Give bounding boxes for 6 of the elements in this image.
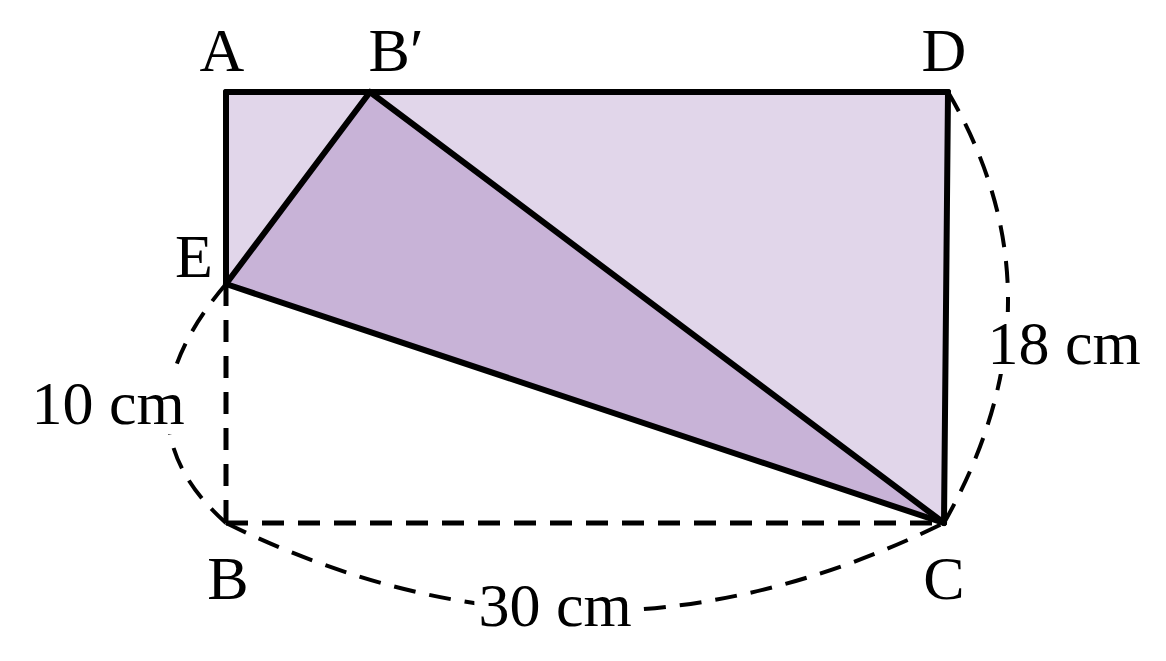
point-label: B′: [367, 19, 425, 81]
point-label: A: [198, 19, 246, 81]
point-label: C: [922, 547, 966, 609]
point-label: B: [206, 547, 250, 609]
point-label: E: [174, 225, 214, 287]
point-label: D: [920, 19, 968, 81]
